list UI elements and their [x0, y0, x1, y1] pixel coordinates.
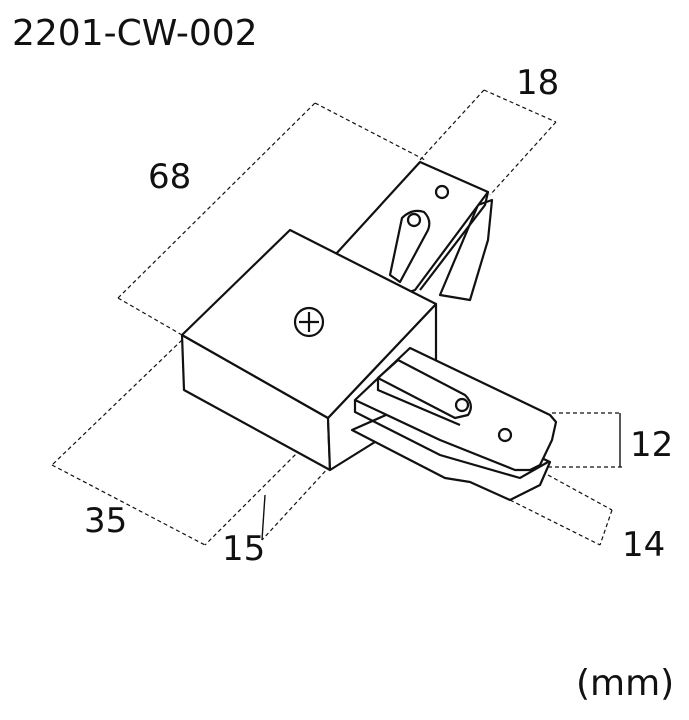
dim-end-width-14: 14	[622, 525, 666, 565]
dim-box-width-35: 35	[84, 501, 128, 541]
upper-arm	[333, 160, 494, 302]
dim-arm-width-18: 18	[516, 63, 560, 103]
lower-arm	[350, 346, 558, 502]
dimension-lines	[51, 89, 622, 546]
model-number: 2201-CW-002	[12, 13, 258, 54]
dim-height-12: 12	[630, 425, 674, 465]
unit-label: (mm)	[576, 663, 675, 704]
dim-offset-15: 15	[222, 529, 266, 569]
screw-icon	[293, 306, 325, 338]
dim-length-68: 68	[148, 157, 192, 197]
